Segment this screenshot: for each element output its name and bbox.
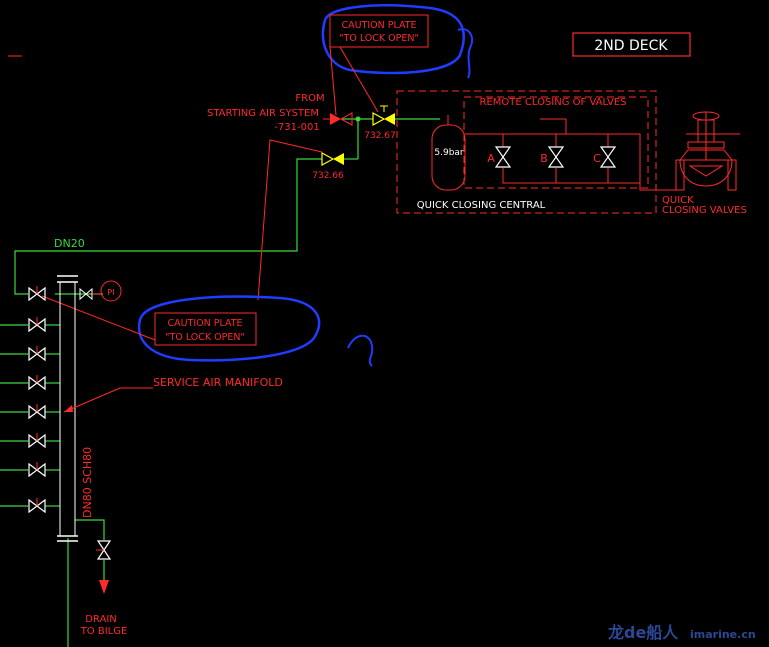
drain-valve (96, 540, 112, 560)
valve-starting-air (323, 112, 353, 126)
pi-gauge (79, 280, 122, 302)
dn20-label: DN20 (54, 237, 85, 250)
valve-a-label: A (487, 152, 495, 165)
from-label: FROM (295, 93, 324, 104)
pi-label: PI (107, 288, 114, 297)
outlet-valve-7 (28, 462, 46, 478)
manifold-size-label: DN80 SCH80 (81, 447, 94, 518)
highlight-stroke-top (457, 28, 474, 79)
remote-closing-label: REMOTE CLOSING OF VALVES (480, 97, 627, 108)
valve-73267 (372, 105, 395, 127)
outlet-valve-4 (28, 375, 46, 391)
drain-arrow (99, 580, 109, 594)
service-air-leader (63, 387, 153, 413)
outlet-valve-3 (28, 346, 46, 362)
quick-label: QUICK (662, 195, 694, 206)
quick-closing-valve (675, 111, 740, 191)
caution-plate-top-box (329, 14, 429, 48)
outlet-valve-2 (28, 317, 46, 333)
ref-73267-label: 732.67 (364, 131, 396, 141)
highlight-circle-top (321, 4, 465, 75)
caution-top-line1: CAUTION PLATE (341, 20, 416, 31)
remote-closing-box (463, 96, 649, 189)
valve-b (547, 146, 565, 168)
caution-plate-mid-box (154, 312, 257, 346)
caution-top-line2: "TO LOCK OPEN" (339, 33, 419, 44)
tank-pressure-label: 5.9bar (434, 148, 464, 158)
service-air-manifold (57, 275, 78, 542)
ref-731-label: -731-001 (274, 122, 319, 133)
service-air-label: SERVICE AIR MANIFOLD (153, 376, 283, 389)
outlet-valve-1 (28, 286, 46, 302)
valve-a (494, 146, 512, 168)
valve-c (599, 146, 617, 168)
air-tank (431, 115, 466, 191)
caution-mid-leader (41, 295, 156, 341)
outlet-valve-6 (28, 433, 46, 449)
ref-73266-label: 732.66 (312, 171, 344, 181)
highlight-circle-mid (137, 295, 321, 362)
deck-label-box (572, 32, 691, 57)
to-bilge-label: TO BILGE (80, 626, 128, 637)
outlet-valve-5 (28, 404, 46, 420)
outlet-valve-8 (28, 498, 46, 514)
caution-mid-leader-up (257, 139, 323, 301)
caution-top-leader-1 (329, 46, 337, 116)
highlight-stroke-mid (347, 334, 374, 367)
watermark-cn: 龙de船人 (607, 623, 679, 642)
caution-mid-line1: CAUTION PLATE (167, 318, 242, 329)
deck-label: 2ND DECK (594, 38, 668, 54)
drain-label: DRAIN (85, 614, 117, 625)
quick-closing-central-label: QUICK CLOSING CENTRAL (417, 200, 546, 211)
caution-top-leader-2 (339, 46, 379, 113)
service-air-arrow (64, 405, 73, 412)
pipe-junction (355, 116, 361, 122)
starting-air-label: STARTING AIR SYSTEM (207, 108, 319, 119)
control-piping (465, 118, 680, 191)
closing-valves-label: CLOSING VALVES (662, 205, 747, 216)
valve-c-label: C (593, 152, 601, 165)
valve-73266 (321, 151, 344, 167)
valve-b-label: B (540, 152, 548, 165)
caution-mid-line2: "TO LOCK OPEN" (165, 332, 245, 343)
watermark-site: imarine.cn (690, 628, 756, 641)
quick-closing-central-box (396, 90, 657, 214)
